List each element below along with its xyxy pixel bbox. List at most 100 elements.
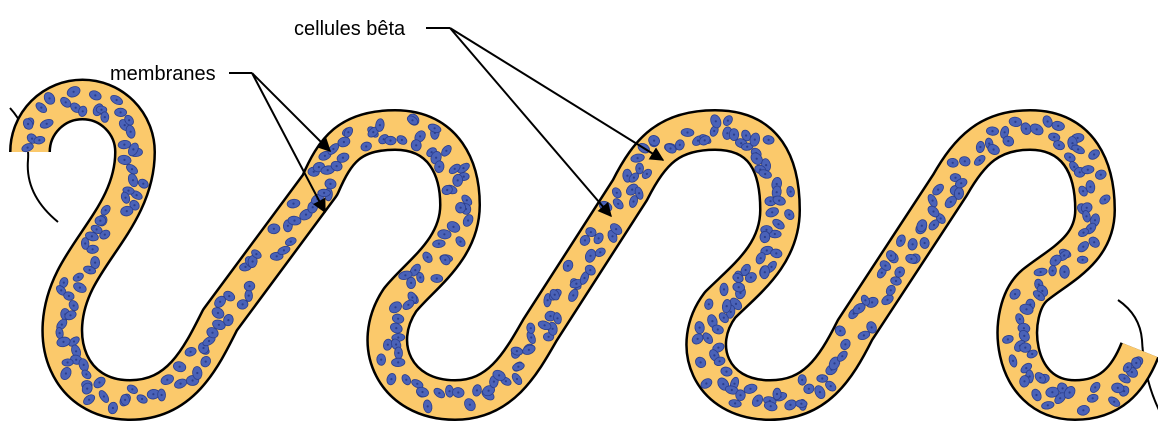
beta-cell-nucleus: [950, 201, 952, 203]
beta-cell-nucleus: [419, 276, 421, 278]
beta-cell-nucleus: [324, 155, 326, 157]
beta-cell-nucleus: [808, 388, 810, 390]
beta-cell-nucleus: [1082, 190, 1084, 192]
beta-cell-nucleus: [516, 378, 518, 380]
beta-cell-nucleus: [575, 283, 577, 285]
beta-cell-nucleus: [858, 307, 860, 309]
beta-cell-nucleus: [899, 271, 901, 273]
beta-cell-nucleus: [92, 248, 94, 250]
beta-cell-nucleus: [105, 209, 107, 211]
beta-cell-nucleus: [932, 210, 934, 212]
beta-cell-nucleus: [75, 359, 77, 361]
beta-cell-nucleus: [884, 265, 886, 267]
beta-cell-nucleus: [921, 225, 923, 227]
beta-cell-nucleus: [1023, 380, 1025, 382]
beta-cell-nucleus: [99, 220, 101, 222]
beta-cell-nucleus: [438, 392, 440, 394]
beta-cell-nucleus: [31, 138, 33, 140]
beta-cell-nucleus: [426, 256, 428, 258]
beta-cell-nucleus: [290, 241, 292, 243]
beta-cell-nucleus: [910, 258, 912, 260]
beta-cell-nucleus: [476, 389, 478, 391]
beta-cell-nucleus: [218, 324, 220, 326]
beta-cell-nucleus: [86, 388, 88, 390]
beta-cell-nucleus: [287, 225, 289, 227]
beta-cell-nucleus: [405, 379, 407, 381]
beta-cell-nucleus: [723, 288, 725, 290]
beta-cell-nucleus: [1092, 397, 1094, 399]
beta-cell-nucleus: [801, 379, 803, 381]
beta-cell-nucleus: [372, 131, 374, 133]
beta-cell-nucleus: [498, 374, 500, 376]
beta-cell-nucleus: [1004, 131, 1006, 133]
beta-cell-nucleus: [336, 165, 338, 167]
beta-cell-nucleus: [83, 364, 85, 366]
beta-cell-nucleus: [764, 271, 766, 273]
beta-cell-nucleus: [1071, 142, 1073, 144]
beta-cell-nucleus: [127, 190, 129, 192]
beta-cell-nucleus: [124, 197, 126, 199]
beta-cell-nucleus: [933, 224, 935, 226]
beta-cell-nucleus: [1090, 227, 1092, 229]
beta-cell-nucleus: [390, 378, 392, 380]
beta-cell-nucleus: [952, 162, 954, 164]
beta-cell-nucleus: [713, 130, 715, 132]
beta-cell-nucleus: [217, 312, 219, 314]
beta-cell-nucleus: [452, 226, 454, 228]
beta-cell-nucleus: [774, 233, 776, 235]
beta-cell-nucleus: [1031, 353, 1033, 355]
beta-cell-nucleus: [1025, 308, 1027, 310]
beta-cell-nucleus: [505, 380, 507, 382]
beta-cell-nucleus: [75, 350, 77, 352]
beta-cell-nucleus: [94, 94, 96, 96]
beta-cell-nucleus: [777, 223, 779, 225]
beta-cell-nucleus: [242, 303, 244, 305]
beta-cell-nucleus: [323, 192, 325, 194]
beta-cell-nucleus: [365, 145, 367, 147]
beta-cell-nucleus: [1069, 156, 1071, 158]
beta-cell-nucleus: [38, 139, 40, 141]
beta-cell-nucleus: [88, 399, 90, 401]
beta-cell-nucleus: [697, 338, 699, 340]
beta-cell-nucleus: [633, 177, 635, 179]
beta-cell-nucleus: [443, 233, 445, 235]
beta-cell-nucleus: [1023, 327, 1025, 329]
beta-cell-nucleus: [991, 130, 993, 132]
beta-cell-nucleus: [77, 276, 79, 278]
beta-cell-nucleus: [626, 175, 628, 177]
beta-cell-nucleus: [305, 214, 307, 216]
beta-cell-nucleus: [924, 242, 926, 244]
beta-cell-nucleus: [733, 134, 735, 136]
beta-cell-nucleus: [318, 166, 320, 168]
beta-cell-nucleus: [141, 398, 143, 400]
beta-cell-nucleus: [765, 164, 767, 166]
beta-cell-nucleus: [707, 337, 709, 339]
beta-cell-nucleus: [436, 277, 438, 279]
beta-cell-nucleus: [469, 404, 471, 406]
beta-cell-nucleus: [84, 242, 86, 244]
beta-cell-nucleus: [1087, 169, 1089, 171]
beta-cell-nucleus: [414, 269, 416, 271]
beta-cell-nucleus: [839, 330, 841, 332]
beta-cell-nucleus: [776, 183, 778, 185]
beta-cell-nucleus: [1094, 386, 1096, 388]
beta-cell-nucleus: [131, 388, 133, 390]
beta-cell-nucleus: [410, 282, 412, 284]
beta-cell-nucleus: [179, 366, 181, 368]
beta-cell-nucleus: [1055, 259, 1057, 261]
beta-cell-nucleus: [133, 204, 135, 206]
beta-cell-nucleus: [228, 295, 230, 297]
beta-cell-nucleus: [886, 299, 888, 301]
beta-cell-nucleus: [770, 405, 772, 407]
beta-cell-nucleus: [397, 361, 399, 363]
beta-cell-nucleus: [124, 399, 126, 401]
beta-cell-nucleus: [960, 182, 962, 184]
beta-cell-nucleus: [895, 280, 897, 282]
beta-cell-nucleus: [411, 296, 413, 298]
beta-cell-nucleus: [1086, 207, 1088, 209]
beta-cell-nucleus: [244, 266, 246, 268]
beta-cell-nucleus: [73, 305, 75, 307]
beta-cell-nucleus: [686, 131, 688, 133]
beta-cell-nucleus: [764, 173, 766, 175]
beta-cell-nucleus: [46, 123, 48, 125]
